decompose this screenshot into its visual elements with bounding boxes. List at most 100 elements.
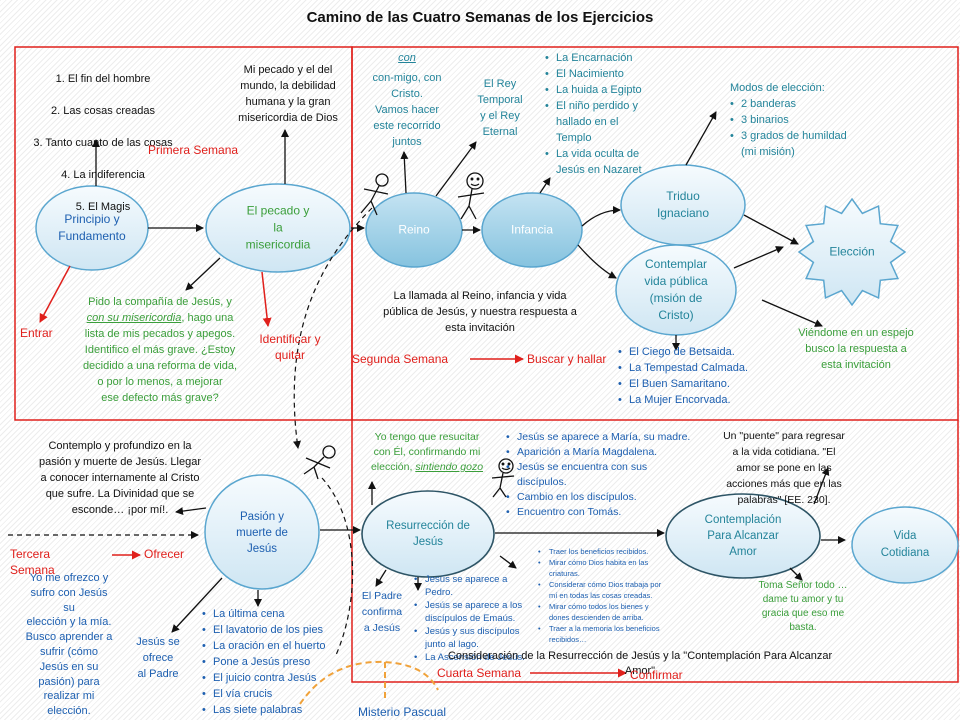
- list-item: 3 grados de humildad (mi misión): [730, 128, 880, 160]
- arrow-vida-publica-to-eleccion: [733, 246, 784, 269]
- jesus-offers-text: Jesús se ofrece al Padre: [136, 636, 180, 680]
- week2-summary: La llamada al Reino, infancia y vida púb…: [383, 290, 577, 334]
- ofrecer-label: Ofrecer: [144, 547, 185, 561]
- list-item: Jesús se aparece a María, su madre.: [506, 430, 716, 445]
- arrow-infancia-to-triduo: [581, 206, 621, 227]
- arrow-pasion-to-offering: [171, 577, 223, 633]
- stick-figure-pasion: [303, 445, 336, 480]
- arrow-reino-to-invitation: [400, 151, 409, 194]
- prayer-text-end: , hago una lista de mis pecados y apegos…: [82, 312, 238, 404]
- page-title: Camino de las Cuatro Semanas de los Ejer…: [306, 9, 654, 26]
- list-item: Traer los beneficios recibidos.: [538, 546, 688, 557]
- response-text-emphasis: sintiendo gozo: [415, 461, 484, 473]
- node-vida-cotidiana-label: Vida Cotidiana: [880, 530, 930, 559]
- week4-label: Cuarta Semana: [437, 666, 522, 680]
- appearances-list-1: Jesús se aparece a María, su madre. Apar…: [506, 430, 716, 520]
- invitation-text: con-migo, con Cristo. Vamos hacer este r…: [372, 72, 442, 148]
- stick-figure-reino: [360, 173, 389, 216]
- list-item: Jesús se encuentra con sus discípulos.: [506, 460, 716, 490]
- entrar-label: Entrar: [20, 326, 53, 340]
- list-item: Aparición a María Magdalena.: [506, 445, 716, 460]
- misterio-pascual-arc: [299, 660, 439, 705]
- kings-text: El Rey Temporal y el Rey Eternal: [477, 78, 523, 138]
- list-item: El Buen Samaritano.: [618, 376, 788, 392]
- list-item: El vía crucis: [202, 686, 352, 702]
- foundation-topic: 2. Las cosas creadas: [51, 105, 155, 117]
- list-item: 3 binarios: [730, 112, 880, 128]
- list-item: Mirar cómo Dios habita en las criaturas.: [538, 557, 688, 579]
- arrow-principio-to-entrar: [39, 265, 71, 323]
- node-pasion-label: Pasión y muerte de Jesús: [236, 511, 288, 555]
- list-item: La huida a Egipto: [545, 82, 665, 98]
- offering-text: Yo me ofrezco y sufro con Jesús su elecc…: [25, 572, 113, 718]
- arrow-pecado-to-identificar: [261, 271, 272, 327]
- node-triduo-label: Triduo Ignaciano: [656, 189, 710, 220]
- confirmar-label: Confirmar: [630, 668, 683, 682]
- suscipe-prayer-text: Toma Señor todo … dame tu amor y tu grac…: [758, 580, 848, 633]
- list-item: La Mujer Encorvada.: [618, 392, 788, 408]
- mirror-text: Viéndome en un espejo busco la respuesta…: [798, 327, 914, 371]
- list-item: La Ascensión de Jesús.: [414, 651, 542, 664]
- list-item: El Nacimiento: [545, 66, 665, 82]
- list-item: El lavatorio de los pies: [202, 622, 352, 638]
- list-item: Cambio en los discípulos.: [506, 490, 716, 505]
- week1-label: Primera Semana: [148, 143, 239, 157]
- foundation-topic: 3. Tanto cuanto de las cosas: [33, 137, 173, 149]
- arrow-cpaa-to-prayer: [789, 567, 803, 581]
- list-item: Jesús y sus discípulos junto al lago.: [414, 625, 542, 651]
- foundation-topics: 1. El fin del hombre 2. Las cosas creada…: [18, 55, 188, 231]
- election-modes-list: 2 banderas 3 binarios 3 grados de humild…: [730, 96, 880, 160]
- misterio-pascual-label: Misterio Pascual: [358, 705, 447, 719]
- list-item: El niño perdido y hallado en el Templo: [545, 98, 665, 146]
- list-item: 2 banderas: [730, 96, 880, 112]
- foundation-topic: 4. La indiferencia: [61, 169, 145, 181]
- list-item: La oración en el huerto: [202, 638, 352, 654]
- week2-frame: [351, 46, 959, 421]
- arrow-resurreccion-to-father: [375, 569, 387, 587]
- node-infancia-label: Infancia: [510, 222, 554, 237]
- foundation-topic: 1. El fin del hombre: [55, 73, 151, 85]
- node-pecado-shape: [205, 183, 351, 273]
- node-vida-cotidiana-shape: [851, 506, 959, 584]
- infancy-mysteries-list: La Encarnación El Nacimiento La huida a …: [545, 50, 665, 178]
- list-item: Encuentro con Tomás.: [506, 505, 716, 520]
- week1-prayer-text: Pido la compañía de Jesús, y con su mise…: [62, 294, 258, 406]
- election-modes-title: Modos de elección:: [730, 82, 825, 94]
- list-item: La Tempestad Calmada.: [618, 360, 788, 376]
- arrow-vida-publica-to-mirror: [761, 299, 823, 327]
- list-item: Jesús se aparece a Pedro.: [414, 573, 542, 599]
- eleccion-starburst: [797, 197, 907, 307]
- list-item: Jesús se aparece a los discípulos de Ema…: [414, 599, 542, 625]
- arrow-cpaa-to-bridge: [813, 467, 830, 505]
- invitation-with: con: [398, 52, 416, 64]
- list-item: Las siete palabras: [202, 702, 352, 718]
- arrow-resurreccion-to-cpaa-points: [499, 555, 517, 569]
- arrow-triduo-to-eleccion: [743, 214, 799, 245]
- list-item: Pone a Jesús preso: [202, 654, 352, 670]
- father-confirms-text: El Padre confirma a Jesús: [361, 590, 403, 634]
- foundation-topic: 5. El Magis: [75, 201, 131, 213]
- node-reino-label: Reino: [398, 222, 430, 237]
- node-vida-publica-label: Contemplar vida pública (msión de Cristo…: [644, 257, 708, 322]
- node-pecado-label: El pecado y la misericordia: [245, 203, 311, 252]
- node-pasion-shape: [204, 474, 320, 590]
- arrow-pecado-to-prayer: [185, 257, 221, 291]
- list-item: El juicio contra Jesús: [202, 670, 352, 686]
- arrow-infancia-to-vida-publica: [577, 244, 617, 279]
- week3-label: Tercera Semana: [10, 547, 55, 577]
- prayer-text-start: Pido la compañía de Jesús, y: [88, 296, 232, 308]
- arrow-infancia-to-mysteries: [539, 177, 551, 194]
- week2-label: Segunda Semana: [352, 352, 449, 366]
- stick-figure-infancia: [457, 172, 485, 220]
- appearances-list-2: Jesús se aparece a Pedro. Jesús se apare…: [414, 573, 542, 664]
- list-item: Mirar cómo todos los bienes y dones desc…: [538, 601, 688, 623]
- bridge-text: Un "puente" para regresar a la vida coti…: [723, 430, 845, 506]
- node-infancia-shape: [481, 192, 583, 268]
- list-item: El Ciego de Betsaida.: [618, 344, 788, 360]
- arrow-triduo-to-modes: [685, 111, 717, 166]
- arrow-pasion-to-contemplation: [175, 507, 207, 516]
- list-item: Traer a la memoria los beneficios recibi…: [538, 623, 688, 645]
- consideration-text: Consideración de la Resurrección de Jesú…: [447, 650, 833, 677]
